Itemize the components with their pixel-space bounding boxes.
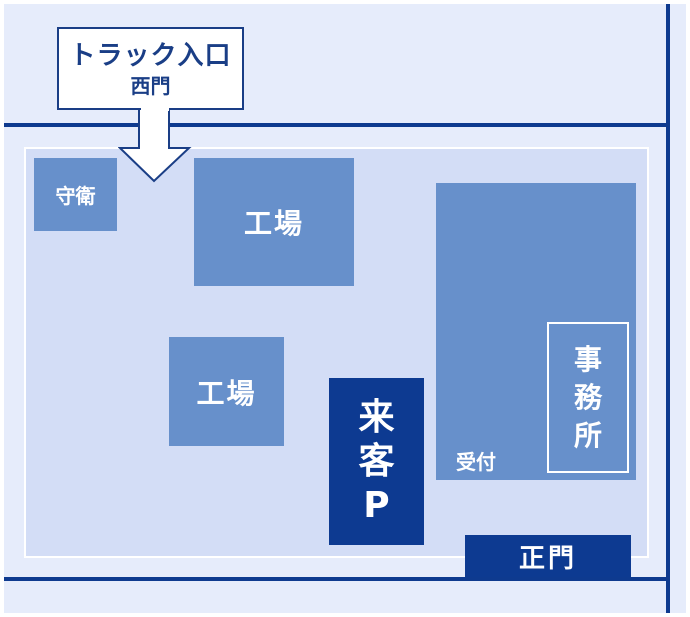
office-char-2: 務 [573, 380, 602, 414]
west-gate-label: 西門 [130, 73, 171, 98]
road-east [666, 4, 670, 613]
truck-entrance-callout: トラック入口 西門 [57, 27, 244, 110]
office-char-1: 事 [573, 342, 602, 376]
factory-2-label: 工場 [196, 376, 257, 410]
visitor-parking-char-3: P [363, 484, 390, 526]
main-gate: 正門 [465, 535, 631, 577]
visitor-parking: 来 客 P [329, 378, 424, 545]
road-north [4, 123, 670, 127]
arrow-seam-cover [141, 107, 169, 111]
factory-1-label: 工場 [243, 207, 304, 240]
road-south [4, 577, 670, 581]
factory-2: 工場 [169, 337, 284, 446]
factory-1: 工場 [194, 158, 354, 286]
truck-entrance-title: トラック入口 [69, 40, 232, 71]
office-char-3: 所 [573, 418, 602, 452]
guard-house-label: 守衛 [55, 184, 96, 208]
visitor-parking-char-2: 客 [358, 440, 395, 482]
reception-label: 受付 [456, 450, 496, 474]
main-gate-label: 正門 [518, 543, 577, 574]
down-arrow-icon [118, 108, 192, 183]
guard-house: 守衛 [34, 158, 117, 231]
office-room: 事 務 所 [547, 322, 629, 473]
visitor-parking-char-1: 来 [358, 396, 395, 438]
